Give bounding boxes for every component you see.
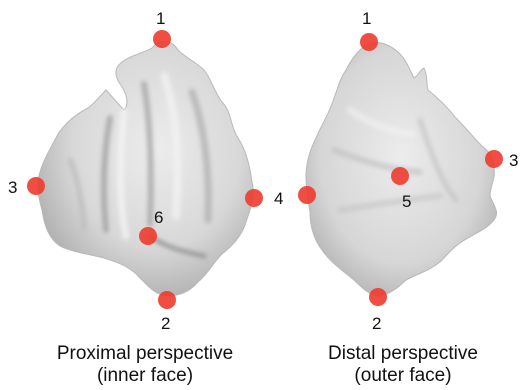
proximal-markers: [27, 30, 263, 309]
marker-label-2: 2: [161, 314, 170, 333]
marker-point-3: [27, 177, 45, 195]
marker-point-4: [298, 186, 316, 204]
distal-caption-subtitle: (outer face): [354, 365, 452, 386]
marker-label-4: 4: [274, 189, 283, 208]
marker-point-2: [158, 291, 176, 309]
marker-point-1: [153, 30, 171, 48]
marker-point-5: [391, 167, 409, 185]
marker-label-6: 6: [154, 208, 163, 227]
distal-ridges: [331, 106, 459, 213]
proximal-marker-labels: 1 2 3 4 6: [8, 9, 283, 333]
marker-point-1: [360, 33, 378, 51]
marker-label-1: 1: [156, 9, 165, 28]
proximal-caption-subtitle: (inner face): [96, 365, 194, 386]
proximal-ridges: [67, 72, 212, 259]
proximal-caption-title: Proximal perspective: [56, 343, 234, 364]
marker-label-3: 3: [8, 178, 17, 197]
marker-point-4: [245, 189, 263, 207]
distal-marker-labels: 1 2 3 5: [362, 9, 518, 333]
distal-caption-title: Distal perspective: [328, 343, 478, 364]
proximal-caption: Proximal perspective (inner face): [25, 343, 265, 387]
marker-label-1: 1: [362, 9, 371, 28]
distal-markers: [298, 33, 503, 306]
proximal-surface: [37, 41, 254, 297]
marker-label-2: 2: [372, 314, 381, 333]
marker-point-2: [369, 288, 387, 306]
marker-label-3: 3: [509, 151, 518, 170]
marker-label-5: 5: [402, 192, 411, 211]
marker-point-3: [485, 150, 503, 168]
distal-caption: Distal perspective (outer face): [283, 343, 522, 387]
marker-point-6: [139, 227, 157, 245]
